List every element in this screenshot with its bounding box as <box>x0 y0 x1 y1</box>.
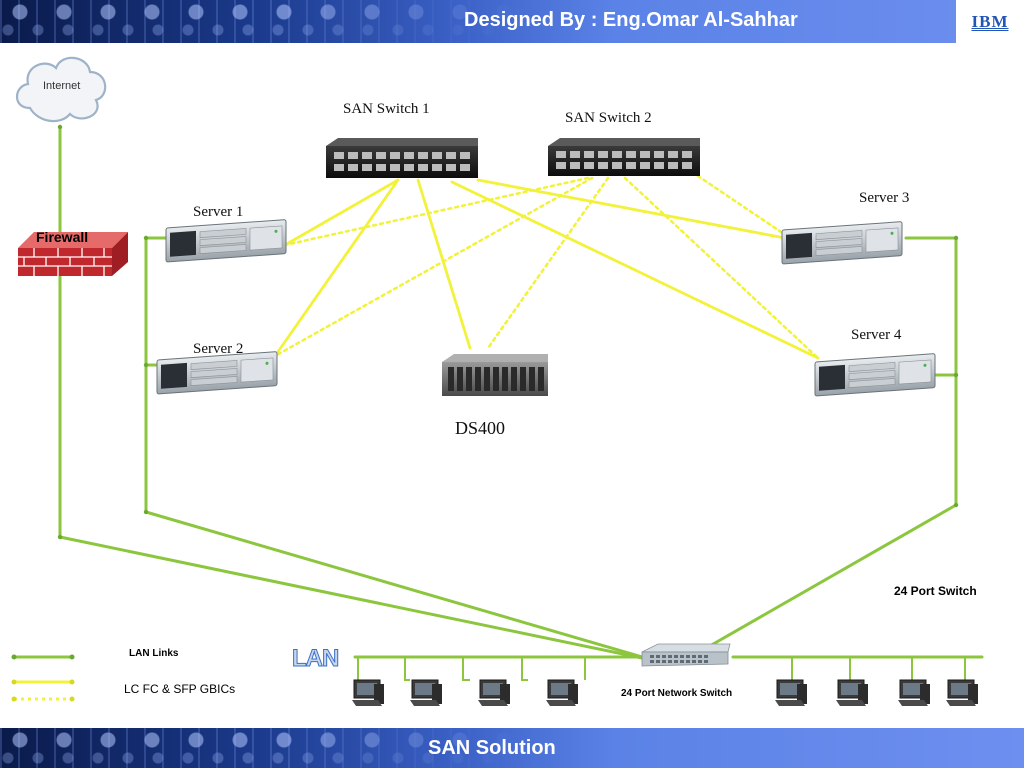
switch-caption-label: 24 Port Network Switch <box>621 688 733 699</box>
server-1-label: Server 1 <box>193 204 244 220</box>
workstation-icon <box>897 679 931 707</box>
fc-links-solid <box>273 178 820 360</box>
workstation-icon <box>835 679 869 707</box>
workstation-icon <box>351 679 385 707</box>
footer-title: SAN Solution <box>428 737 556 759</box>
legend-fc-links-label: LC FC & SFP GBICs <box>124 682 236 696</box>
firewall-icon <box>18 232 128 276</box>
lan-label: LAN <box>291 645 339 673</box>
san-switch-1-label: SAN Switch 1 <box>343 101 430 117</box>
logo-box: IBM <box>956 0 1024 43</box>
server-1-icon <box>165 219 287 263</box>
network-switch-icon <box>641 643 731 667</box>
legend-lan-line <box>11 654 75 660</box>
server-4-label: Server 4 <box>851 327 902 343</box>
workstation-icon <box>774 679 808 707</box>
server-3-icon <box>781 221 903 265</box>
banner-pattern <box>0 0 520 43</box>
workstation-icon <box>545 679 579 707</box>
san-switch-2-icon <box>548 138 700 176</box>
top-banner: Designed By : Eng.Omar Al-Sahhar IBM <box>0 0 1024 43</box>
link-endpoints <box>57 124 959 540</box>
workstation-icon <box>945 679 979 707</box>
server-2-label: Server 2 <box>193 341 244 357</box>
workstation-icon <box>409 679 443 707</box>
legend-lan-links-label: LAN Links <box>129 648 179 659</box>
storage-array-icon <box>442 354 548 396</box>
bottom-banner: SAN Solution <box>0 728 1024 768</box>
storage-label: DS400 <box>455 418 506 438</box>
fc-links-dotted <box>273 170 820 360</box>
banner-pattern <box>0 728 520 768</box>
switch-title-label: 24 Port Switch <box>894 584 977 598</box>
san-switch-1-icon <box>326 138 478 178</box>
san-switch-2-label: SAN Switch 2 <box>565 110 652 126</box>
server-3-label: Server 3 <box>859 190 910 206</box>
ibm-logo: IBM <box>971 11 1009 31</box>
cloud-icon <box>15 56 107 123</box>
header-title: Designed By : Eng.Omar Al-Sahhar <box>464 9 798 31</box>
server-4-icon <box>814 353 936 397</box>
lan-drops <box>357 657 966 681</box>
firewall-label: Firewall <box>36 229 89 245</box>
workstation-icon <box>477 679 511 707</box>
internet-label: Internet <box>43 80 81 92</box>
legend-fc-lines <box>11 679 75 702</box>
